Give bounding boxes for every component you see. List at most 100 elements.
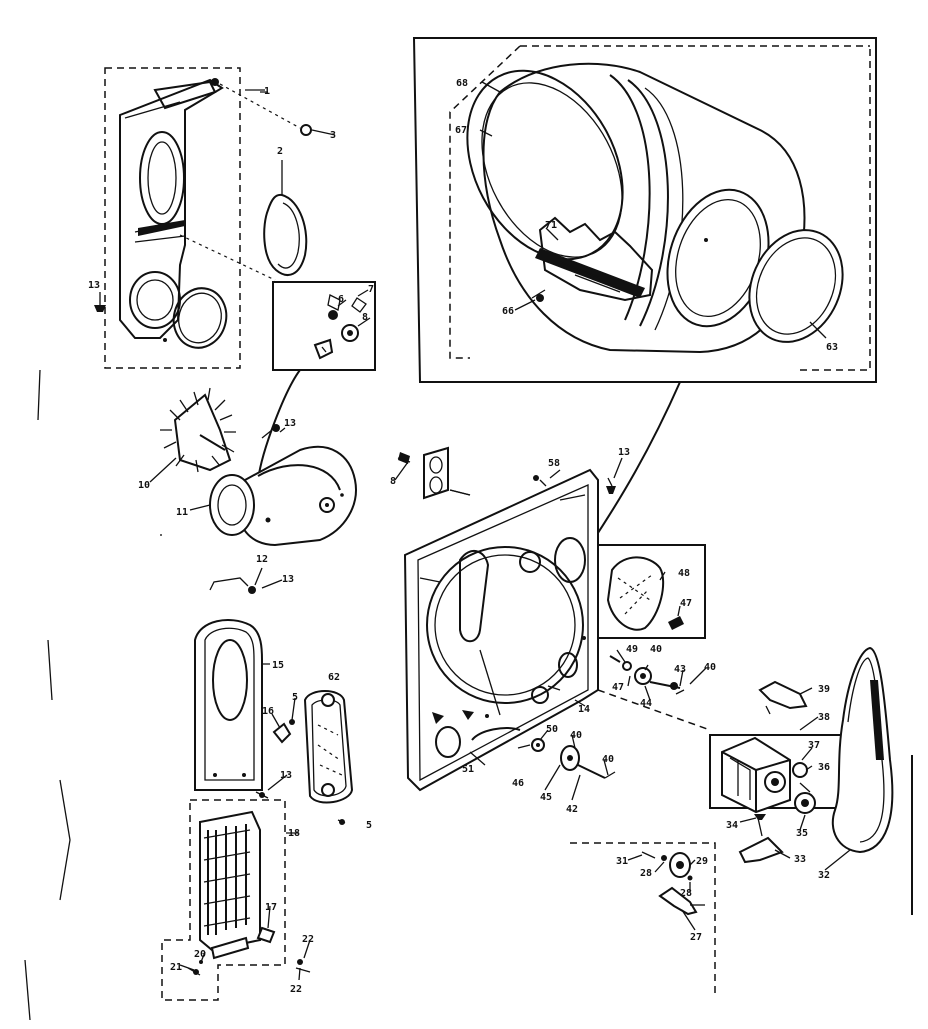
callout-51: 62 — [328, 672, 340, 683]
callout-6: 6 — [338, 294, 344, 305]
callout-40-a: 40 — [650, 644, 662, 655]
callout-8-panel: 8 — [390, 476, 396, 487]
blower-housing — [119, 78, 224, 339]
callout-1: 1 — [264, 86, 270, 97]
screw-icon — [300, 124, 312, 136]
callout-67: 68 — [456, 78, 468, 89]
bearing-group — [531, 655, 685, 779]
callout-29: 29 — [696, 856, 708, 867]
callout-62: 63 — [826, 342, 838, 353]
panel-slot — [459, 550, 490, 643]
callout-11: 11 — [176, 507, 188, 518]
callout-37: 37 — [808, 740, 820, 751]
callout-21: 22 — [290, 984, 302, 995]
callout-16: 17 — [265, 902, 277, 913]
callout-8-sensor: 8 — [362, 312, 368, 323]
callout-22: 22 — [302, 934, 314, 945]
callout-13-duct: 13 — [282, 574, 294, 585]
callout-58: 58 — [548, 458, 560, 469]
callout-14: 15 — [272, 660, 284, 671]
screw-icon — [606, 486, 616, 494]
motor-bracket — [758, 680, 808, 710]
idler-bracket — [738, 836, 784, 864]
callout-63: 66 — [502, 306, 514, 317]
filter-group — [598, 544, 706, 639]
callout-12: 12 — [256, 554, 268, 565]
blower-group — [160, 387, 357, 547]
callout-5-lower: 5 — [366, 820, 372, 831]
callout-32: 32 — [818, 870, 830, 881]
callout-27: 27 — [690, 932, 702, 943]
screw-icon — [668, 616, 684, 630]
callout-36: 36 — [818, 762, 830, 773]
idler-arm — [658, 886, 698, 916]
callout-40-c: 40 — [570, 730, 582, 741]
panel-drum-ring — [426, 546, 584, 704]
housing-seal — [172, 287, 228, 349]
bracket-71 — [397, 446, 471, 500]
filter-screen — [606, 556, 665, 631]
callout-labels: 68 67 71 66 63 1 3 2 13 6 7 8 10 11 13 1… — [88, 78, 838, 995]
baffle — [535, 248, 645, 298]
screw-icon — [536, 294, 544, 302]
screw-icon — [259, 792, 265, 798]
drum-box — [412, 37, 877, 383]
callout-13-center: 14 — [578, 704, 590, 715]
heater-box — [161, 799, 286, 1001]
callout-40-b: 40 — [704, 662, 716, 673]
callout-68: 71 — [545, 220, 557, 231]
screw-icon — [94, 305, 106, 312]
idler-box — [570, 842, 716, 995]
blower-inlet — [209, 474, 255, 536]
callout-44-upper: 44 — [640, 698, 652, 709]
callout-15: 16 — [262, 706, 274, 717]
screw-icon — [248, 586, 256, 594]
blower-housing-front — [238, 445, 357, 547]
rear-panel-group — [403, 468, 616, 792]
drum-assembly — [412, 37, 877, 383]
callout-18: 20 — [194, 949, 206, 960]
callout-35: 35 — [796, 828, 808, 839]
callout-17: 18 — [288, 828, 300, 839]
screw-icon — [328, 310, 338, 320]
callout-47-lower: 50 — [546, 724, 558, 735]
callout-45: 47 — [612, 682, 624, 693]
screw-icon — [754, 814, 766, 820]
rear-panel — [403, 468, 599, 792]
callout-47-upper: 49 — [626, 644, 638, 655]
callout-13-left: 13 — [88, 280, 100, 291]
callout-40-d: 40 — [602, 754, 614, 765]
callout-43: 43 — [674, 664, 686, 675]
callout-33: 33 — [794, 854, 806, 865]
leader-sensor — [257, 369, 301, 481]
callout-50: 48 — [678, 568, 690, 579]
gasket — [263, 193, 308, 276]
drive-belt — [831, 646, 894, 854]
callout-20: 21 — [170, 962, 182, 973]
screw-icon — [272, 424, 280, 432]
callout-28-b: 28 — [680, 888, 692, 899]
callout-7: 7 — [368, 284, 374, 295]
callout-28-a: 28 — [640, 868, 652, 879]
callout-leaders — [149, 81, 851, 981]
screw-icon — [398, 452, 410, 464]
callout-39: 39 — [818, 684, 830, 695]
blower-wheel — [173, 393, 232, 472]
callout-49: 47 — [680, 598, 692, 609]
callout-38: 38 — [818, 712, 830, 723]
callout-46: 46 — [512, 778, 524, 789]
motor-group — [709, 646, 894, 864]
callout-10: 10 — [138, 480, 150, 491]
callout-5-upper: 5 — [292, 692, 298, 703]
scan-edge-marks — [24, 369, 913, 1021]
housing-box — [104, 67, 241, 369]
callout-3: 3 — [330, 130, 336, 141]
callout-13-lower: 13 — [280, 770, 292, 781]
callout-2: 2 — [277, 146, 283, 157]
callout-13-panel: 13 — [618, 447, 630, 458]
callout-66: 67 — [455, 125, 467, 136]
callout-34: 34 — [726, 820, 738, 831]
callout-13-blower: 13 — [284, 418, 296, 429]
